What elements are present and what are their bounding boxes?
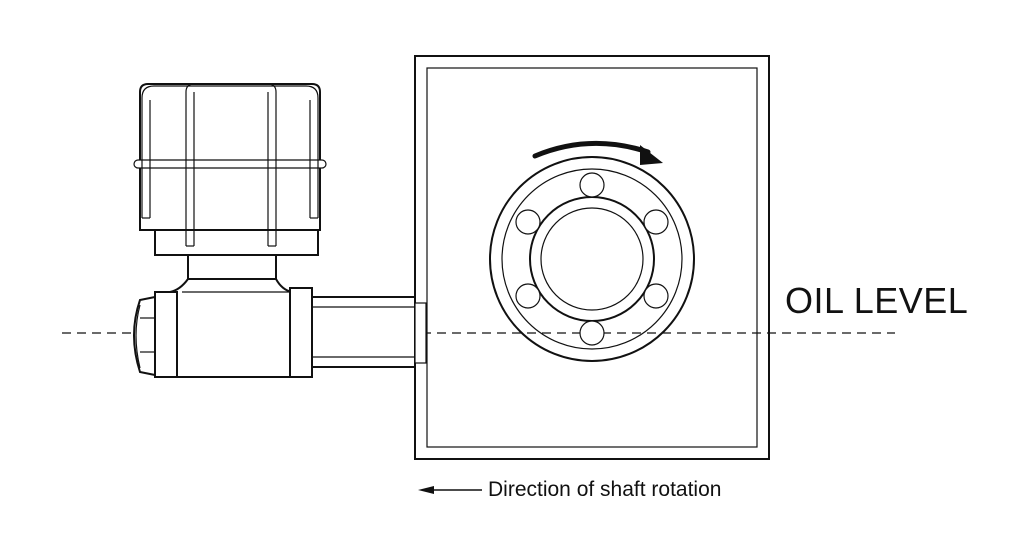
oil-level-label: OIL LEVEL xyxy=(785,280,969,321)
direction-arrow-icon xyxy=(418,486,482,494)
bolt-hole xyxy=(643,283,669,309)
bolt-hole xyxy=(515,209,541,235)
bolt-hole xyxy=(643,209,669,235)
gearbox-housing xyxy=(414,55,770,460)
hex-plug xyxy=(133,295,156,377)
rotation-arrow-icon xyxy=(532,140,663,165)
bolt-holes xyxy=(515,172,669,346)
light-body xyxy=(139,83,321,256)
bolt-hole xyxy=(579,320,605,346)
wire-cage xyxy=(133,83,327,247)
sight-glass-pipe xyxy=(299,296,427,368)
shaft-flange xyxy=(489,156,695,362)
bolt-hole xyxy=(579,172,605,198)
tee-fitting xyxy=(154,254,313,378)
bolt-hole xyxy=(515,283,541,309)
rotation-caption: Direction of shaft rotation xyxy=(488,478,722,501)
